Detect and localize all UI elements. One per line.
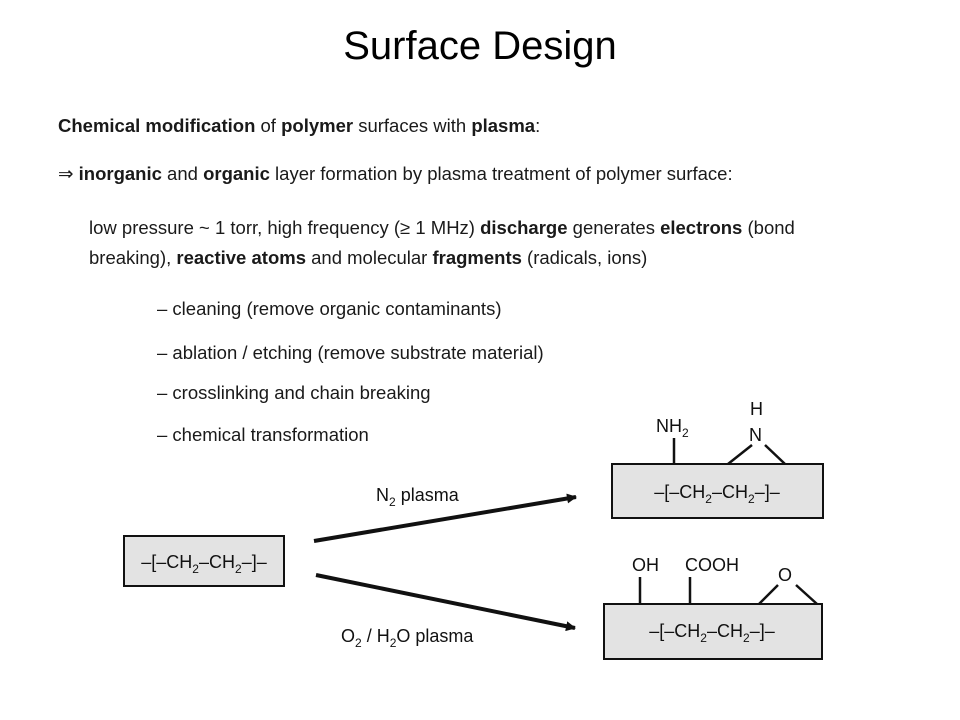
effect-item-cleaning: – cleaning (remove organic contaminants) xyxy=(157,298,502,319)
cond-bold: electrons xyxy=(660,217,743,238)
cond-text: generates xyxy=(567,217,661,238)
n2-plasma-arrow xyxy=(313,493,577,543)
intro-line: Chemical modification of polymer surface… xyxy=(58,115,540,137)
effect-item-ablation: – ablation / etching (remove substrate m… xyxy=(157,342,544,363)
cond-text: (radicals, ions) xyxy=(521,247,648,268)
epoxide-bond-left xyxy=(758,584,779,605)
oxygenated-product-box xyxy=(603,603,823,660)
n2-plasma-label: N2 plasma xyxy=(376,485,460,509)
layer-bold-2: organic xyxy=(203,163,270,184)
slide-title: Surface Design xyxy=(343,24,617,68)
aziridine-n-label: N xyxy=(749,425,762,445)
cond-text: breaking), xyxy=(89,247,177,268)
intro-text-2: surfaces with xyxy=(353,115,472,136)
aziridine-h-label: H xyxy=(750,399,763,419)
layer-text-1: and xyxy=(161,163,204,184)
effect-item-crosslinking: – crosslinking and chain breaking xyxy=(157,382,431,403)
aziridine-bond-right xyxy=(764,444,786,465)
intro-bold-1: Chemical modification xyxy=(58,115,256,136)
cond-bold: reactive atoms xyxy=(176,247,306,268)
epoxide-o-label: O xyxy=(778,565,792,585)
implies-arrow-icon: ⇒ xyxy=(58,163,74,184)
layer-formation-line: ⇒ inorganic and organic layer formation … xyxy=(58,163,733,185)
intro-bold-2: polymer xyxy=(281,115,354,136)
source-polymer-box xyxy=(123,535,285,587)
epoxide-bond-right xyxy=(795,584,818,605)
layer-text-2: layer formation by plasma treatment of p… xyxy=(269,163,733,184)
source-polymer-formula: –[–CH2–CH2–]– xyxy=(141,552,266,576)
carboxyl-group-label: COOH xyxy=(685,555,739,575)
effect-item-transformation: – chemical transformation xyxy=(157,424,369,445)
aziridine-bond-left xyxy=(727,444,753,465)
cond-bold: discharge xyxy=(480,217,568,238)
oxygenated-product-formula: –[–CH2–CH2–]– xyxy=(649,621,774,645)
cond-text: (bond xyxy=(742,217,795,238)
amine-group-label: NH2 xyxy=(656,416,689,440)
o2-plasma-arrow xyxy=(315,573,576,632)
conditions-line-1: low pressure ~ 1 torr, high frequency (≥… xyxy=(89,217,795,239)
cond-text: and molecular xyxy=(305,247,433,268)
amine-product-formula: –[–CH2–CH2–]– xyxy=(654,482,779,506)
intro-text-1: of xyxy=(255,115,282,136)
o2-h2o-plasma-label: O2 / H2O plasma xyxy=(341,626,474,650)
cond-bold: fragments xyxy=(432,247,522,268)
intro-text-3: : xyxy=(535,115,541,136)
intro-bold-3: plasma xyxy=(471,115,536,136)
hydroxyl-group-label: OH xyxy=(632,555,659,575)
cond-text: low pressure ~ 1 torr, high frequency (≥… xyxy=(89,217,481,238)
layer-bold-1: inorganic xyxy=(78,163,162,184)
amine-product-box xyxy=(611,463,824,519)
conditions-line-2: breaking), reactive atoms and molecular … xyxy=(89,247,647,269)
